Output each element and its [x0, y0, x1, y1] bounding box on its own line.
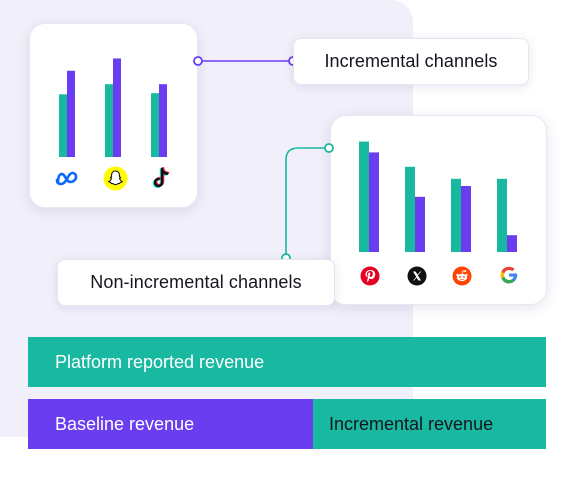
pinterest-icon	[360, 266, 380, 286]
non-incremental-channels-chart	[359, 141, 517, 252]
google-bar-teal	[497, 178, 507, 252]
tiktok-icon	[152, 167, 170, 189]
baseline-revenue-label: Baseline revenue	[55, 413, 195, 434]
meta-bar-purple	[67, 70, 75, 157]
x-icon	[407, 266, 427, 286]
pinterest-bar-teal	[359, 141, 369, 252]
baseline-revenue-bar: Baseline revenue	[28, 399, 313, 449]
meta-bar-teal	[59, 94, 67, 157]
incremental-channels-label: Incremental channels	[293, 38, 529, 85]
reddit-icon	[452, 266, 472, 286]
snapchat-bar-purple	[113, 58, 121, 157]
non-incremental-channels-card	[330, 115, 547, 305]
reddit-bar-teal	[451, 178, 461, 252]
incremental-channels-card	[29, 23, 198, 208]
tiktok-bar-teal	[151, 93, 159, 157]
platform-reported-revenue-label: Platform reported revenue	[55, 351, 265, 372]
incremental-revenue-bar: Incremental revenue	[313, 399, 546, 449]
google-bar-purple	[507, 235, 517, 252]
meta-icon	[55, 171, 78, 186]
x-bar-teal	[405, 166, 415, 252]
snapchat-bar-teal	[105, 84, 113, 157]
incremental-channels-chart	[59, 58, 167, 157]
pinterest-bar-purple	[369, 152, 379, 252]
google-icon	[500, 266, 518, 284]
non-incremental-channels-label: Non-incremental channels	[57, 259, 335, 306]
platform-reported-revenue-bar: Platform reported revenue	[28, 337, 546, 387]
snapchat-icon	[103, 166, 128, 191]
incremental-revenue-label: Incremental revenue	[329, 413, 494, 434]
reddit-bar-purple	[461, 186, 471, 252]
x-bar-purple	[415, 196, 425, 252]
tiktok-bar-purple	[159, 84, 167, 157]
